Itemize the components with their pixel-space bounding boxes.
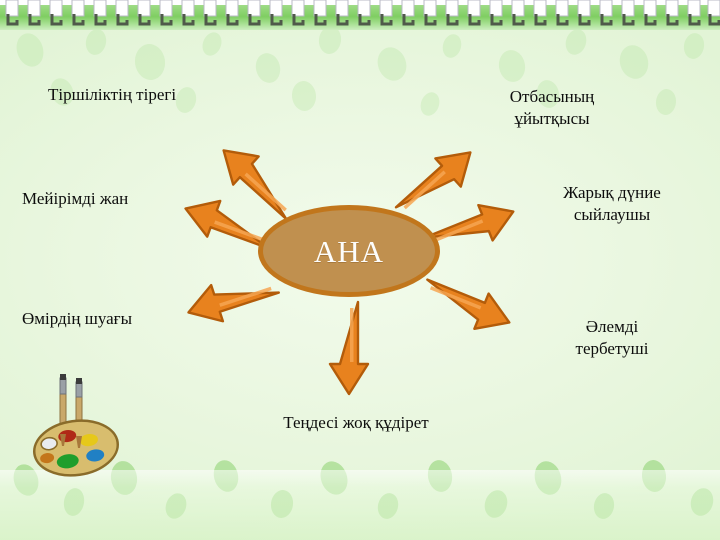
bottom-band [0, 470, 720, 540]
arrow-up-left [209, 135, 306, 228]
label-alemdi-terbetushi: Әлемді тербетуші [575, 317, 649, 358]
spiral-binding [0, 0, 720, 30]
arrow-down [328, 300, 370, 396]
arrow-right-down [415, 269, 518, 342]
artist-palette-icon [32, 374, 120, 477]
label-meirimdi-zhan: Мейірімді жан [22, 189, 129, 208]
spiral-binding-rings [5, 0, 720, 26]
center-node-label: АНА [313, 233, 385, 269]
label-tirshiliktin-tiregi: Тіршіліктің тірегі [48, 85, 177, 104]
label-zharyq-dunie-syilaushy: Жарық дүние сыйлаушы [563, 183, 661, 224]
center-node-ana: АНА [258, 205, 440, 297]
label-otbasynyn-uiytqysy: Отбасының ұйытқысы [509, 87, 595, 128]
label-tendesi-zhoq-qudiret: Теңдесі жоқ құдірет [283, 413, 429, 432]
label-omirdin-shuagy: Өмірдің шуағы [22, 309, 133, 328]
